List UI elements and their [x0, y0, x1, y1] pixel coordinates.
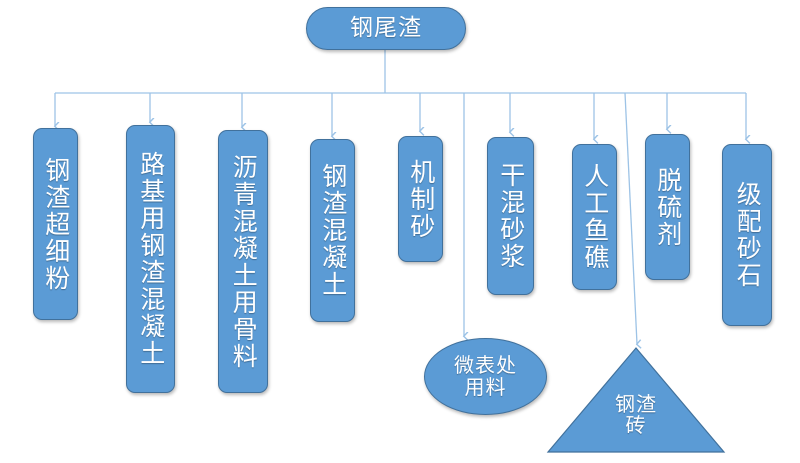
node-label-line2: 砖: [625, 412, 647, 437]
root-node-steel-tailing-slag[interactable]: 钢尾渣: [306, 7, 466, 50]
connector-to-triangle: [624, 92, 637, 344]
triangle-label-wrap: 钢渣 砖: [546, 391, 726, 454]
node-desulfurizer[interactable]: 脱硫剂: [645, 134, 690, 280]
triangle-shape: [546, 347, 726, 453]
node-steel-slag-ultrafine-powder[interactable]: 钢渣超细粉: [33, 128, 78, 320]
node-label: 干混砂浆: [496, 162, 526, 270]
node-subgrade-steel-slag-concrete[interactable]: 路基用钢渣混凝土: [126, 125, 175, 393]
node-label: 人工鱼礁: [580, 163, 610, 271]
root-node-label: 钢尾渣: [350, 15, 422, 42]
node-dry-mix-mortar[interactable]: 干混砂浆: [487, 137, 534, 295]
node-artificial-reef[interactable]: 人工鱼礁: [572, 144, 617, 290]
node-microsurfacing-material[interactable]: 微表处 用料: [424, 338, 547, 415]
node-label: 钢渣超细粉: [41, 156, 71, 292]
node-manufactured-sand[interactable]: 机制砂: [398, 136, 443, 262]
node-steel-slag-brick[interactable]: 钢渣 砖: [546, 346, 726, 454]
node-steel-slag-concrete[interactable]: 钢渣混凝土: [310, 139, 355, 322]
node-label: 机制砂: [406, 158, 436, 240]
node-asphalt-concrete-aggregate[interactable]: 沥青混凝土用骨料: [218, 130, 268, 393]
node-label-line1: 微表处: [454, 353, 517, 378]
node-label-line1: 钢渣: [615, 391, 657, 416]
node-graded-sand-gravel[interactable]: 级配砂石: [722, 144, 772, 326]
node-label: 脱硫剂: [653, 166, 683, 248]
node-label: 钢渣混凝土: [318, 163, 348, 298]
node-label: 级配砂石: [733, 181, 763, 289]
node-label: 沥青混凝土用骨料: [229, 153, 259, 370]
node-label-line2: 用料: [464, 374, 507, 399]
node-label: 路基用钢渣混凝土: [136, 151, 166, 367]
